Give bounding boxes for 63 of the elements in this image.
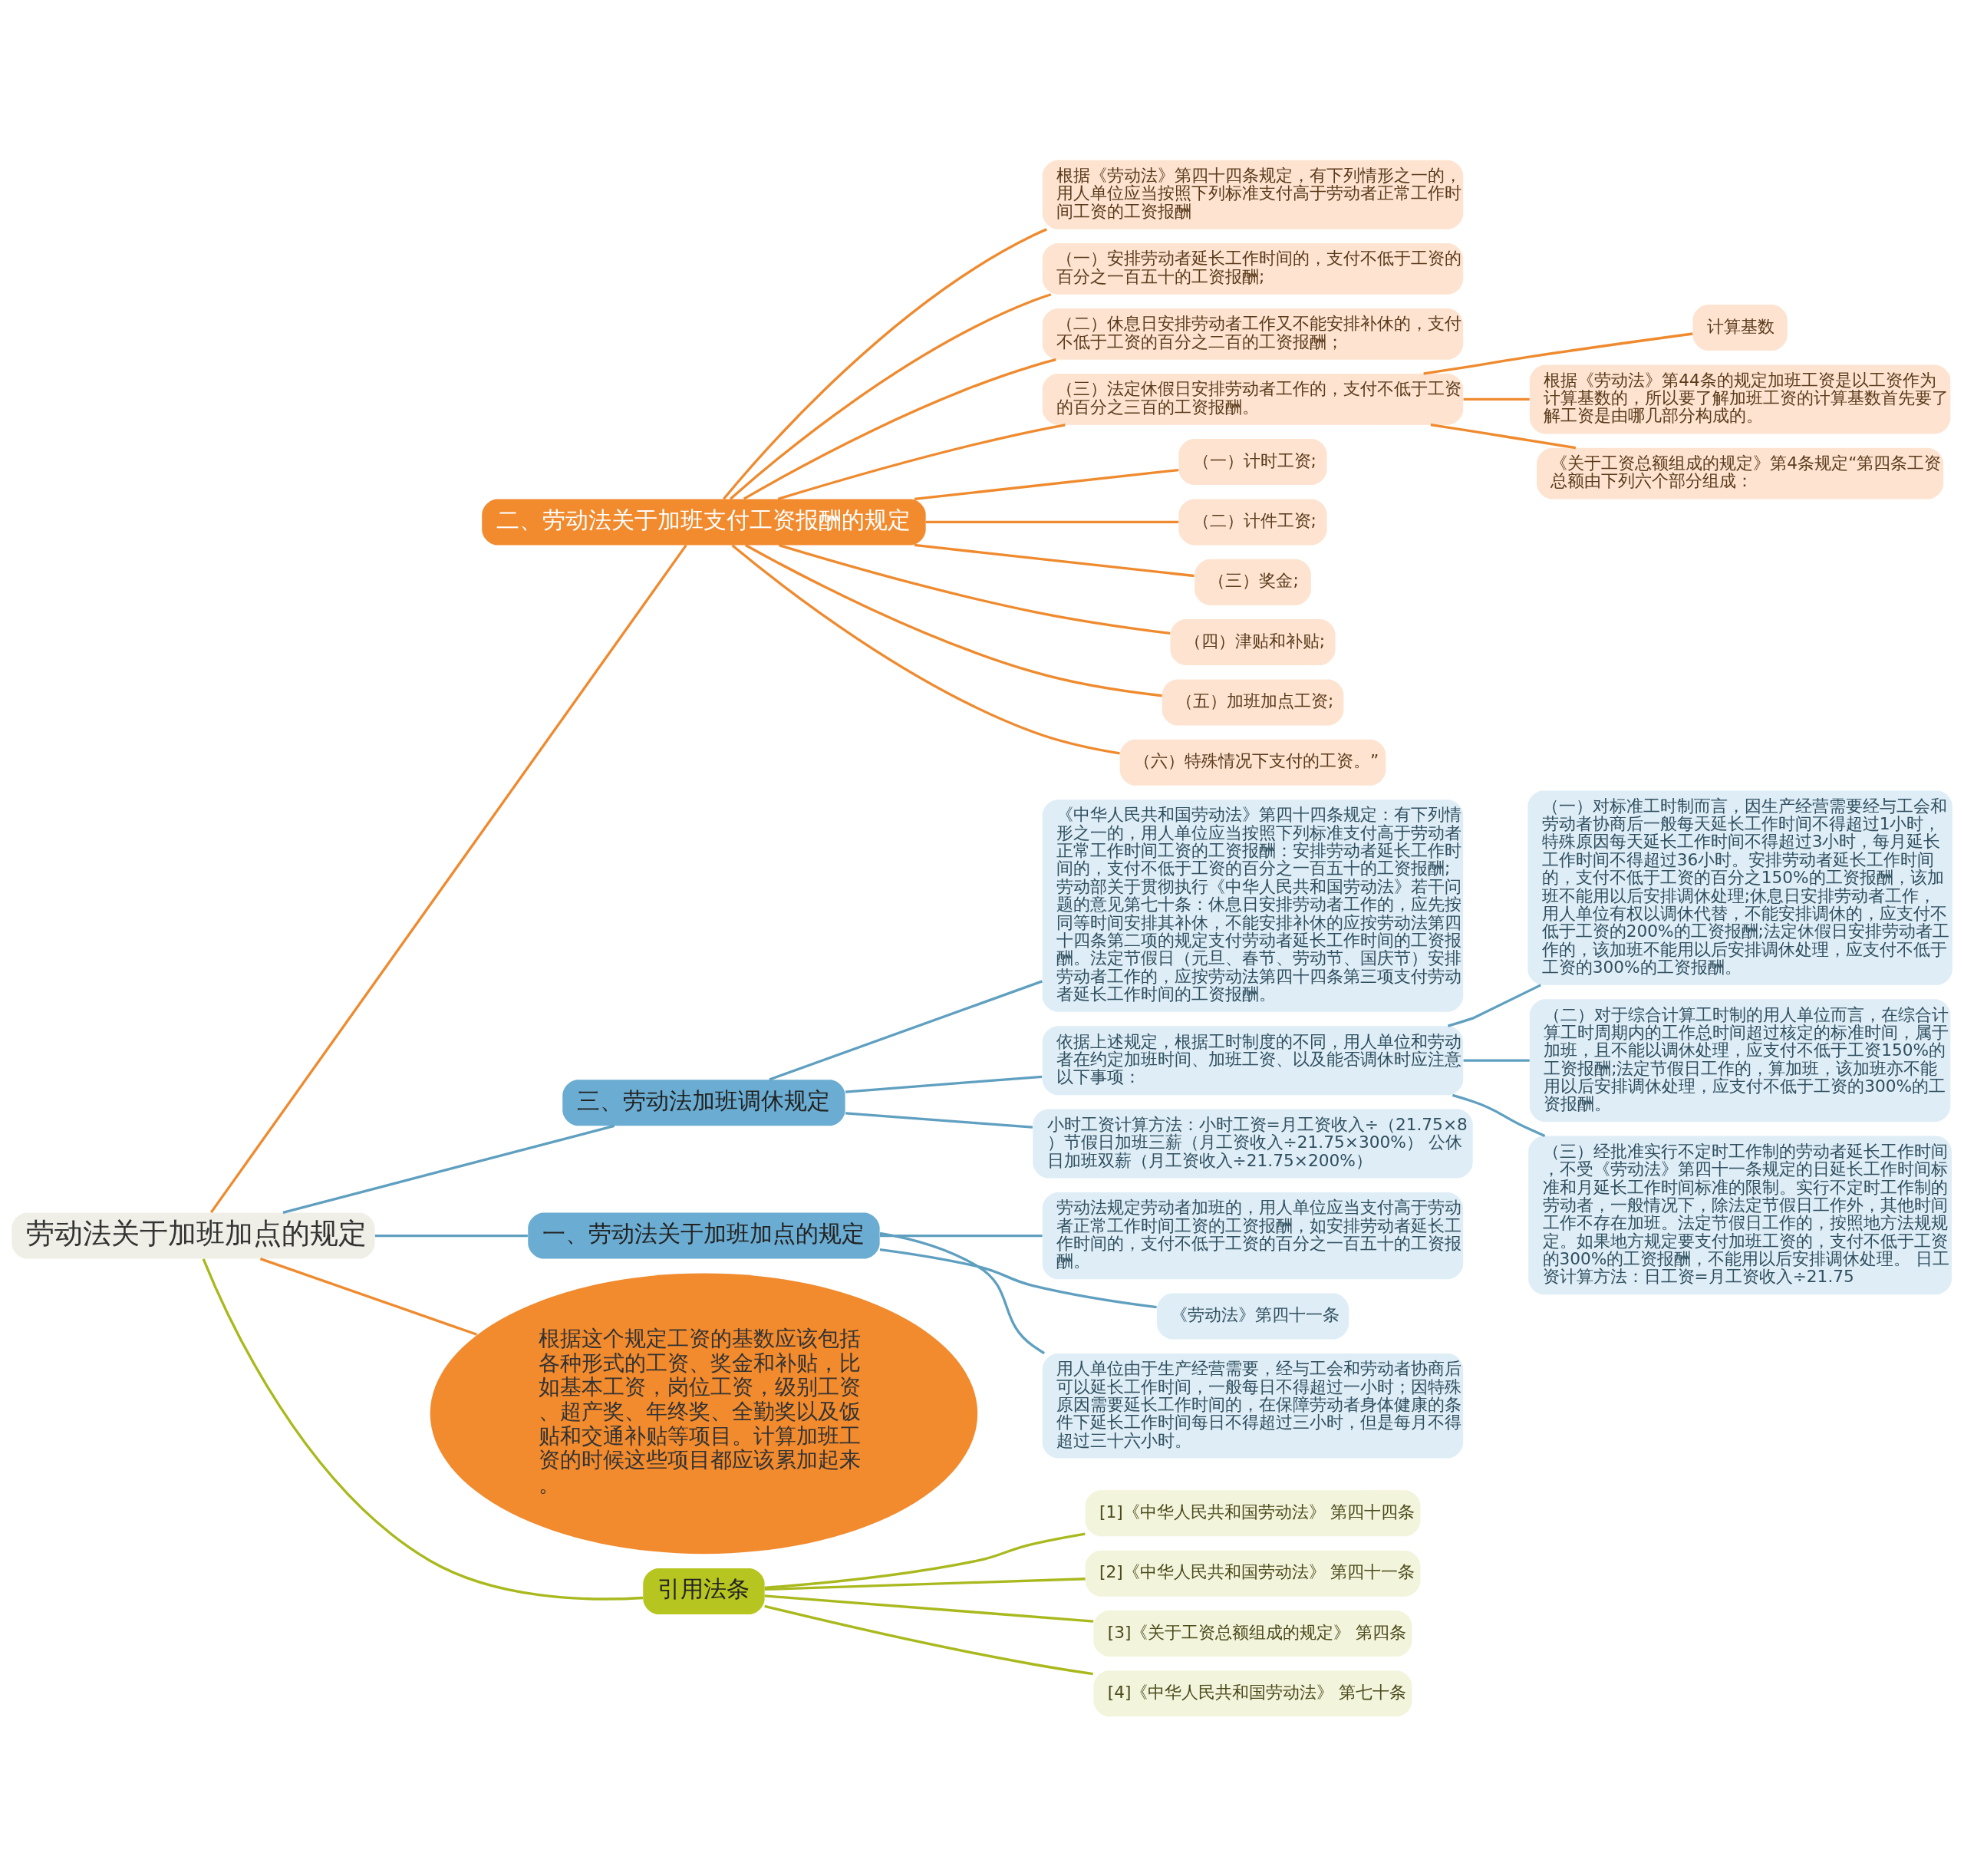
connector (374, 1234, 528, 1237)
node-box: （一）对标准工时制而言，因生产经营需要经与工会和劳动者协商后一般每天延长工作时间不得超过1小时，特殊原因每天延长工作时间不得超过3小时，每月延长工作时间不得超过36小时。安排劳动者延长工作时间的，支付不低于工资的百分之150%的工资报酬，该加班不能用以后安排调休处理;休息日安排劳动者工作，用人单位有权以调休代替，不能安排调休的，应支付不低于工资的200%的工资报酬;法定休假日安排劳动者工作的，该加班不能用以后安排调休处理，应支付不低于工资的300%的工资报酬。 (1527, 790, 1952, 985)
connector (1430, 423, 1577, 449)
node-box: （三）奖金; (1195, 559, 1311, 605)
connector (1463, 397, 1530, 401)
connector (764, 1577, 1086, 1591)
connector (1447, 983, 1541, 1027)
connector (879, 1231, 1045, 1354)
connector (1463, 1059, 1530, 1062)
connector (914, 543, 1195, 577)
connector (879, 1234, 1043, 1237)
node-box: [4]《中华人民共和国劳动法》 第七十条 (1093, 1670, 1412, 1716)
node-box: （六）特殊情况下支付的工资。” (1119, 739, 1386, 786)
node-box: （一）计时工资; (1178, 438, 1327, 485)
connector (845, 1111, 1033, 1129)
node-ellipse: 根据这个规定工资的基数应该包括各种形式的工资、奖金和补贴，比如基本工资，岗位工资，级别工资、超产奖、年终奖、全勤奖以及饭贴和交通补贴等项目。计算加班工资的时候这些项目都应该累加起来。 (430, 1272, 978, 1554)
node-box: 二、劳动法关于加班支付工资报酬的规定 (482, 498, 926, 545)
connector (1452, 1093, 1546, 1137)
connector (209, 544, 687, 1213)
node-box: （二）休息日安排劳动者工作又不能安排补休的，支付不低于工资的百分之二百的工资报酬； (1042, 308, 1464, 360)
node-box: （一）安排劳动者延长工作时间的，支付不低于工资的百分之一百五十的工资报酬; (1042, 242, 1464, 295)
connector (925, 520, 1179, 523)
node-box: （三）经批准实行不定时工作制的劳动者延长工作时间，不受《劳动法》第四十一条规定的日延长工作时间标准和月延长工作时间标准的限制。实行不定时工作制的劳动者，一般情况下，除法定节假日工作外，其他时间工作不存在加班。法定节假日工作的，按照地方法规规定。如果地方规定要支付加班工资的，支付不低于工资的300%的工资报酬，不能用以后安排调休处理。 日工资计算方法：日工资=月工资收入÷21.75 (1528, 1136, 1952, 1294)
connector (745, 543, 1162, 697)
node-box: 用人单位由于生产经营需要，经与工会和劳动者协商后可以延长工作时间，一般每日不得超过一小时；因特殊原因需要延长工作时间的，在保障劳动者身体健康的条件下延长工作时间每日不得超过三小时，但是每月不得超过三十六小时。 (1042, 1353, 1464, 1459)
connector (845, 1075, 1043, 1093)
node-box: 劳动法规定劳动者加班的，用人单位应当支付高于劳动者正常工作时间工资的工资报酬，如安排劳动者延长工作时间的，支付不低于工资的百分之一百五十的工资报酬。 (1042, 1192, 1464, 1279)
node-box: 引用法条 (643, 1568, 765, 1614)
connector (879, 1248, 1157, 1308)
node-box: 小时工资计算方法：小时工资=月工资收入÷（21.75×8）节假日加班三薪（月工资收入÷21.75×300%） 公休日加班双薪（月工资收入÷21.75×200%） (1033, 1109, 1473, 1179)
node-box: 根据《劳动法》第四十四条规定，有下列情形之一的，用人单位应当按照下列标准支付高于劳动者正常工作时间工资的工资报酬 (1042, 160, 1464, 229)
node-box: 《中华人民共和国劳动法》第四十四条规定：有下列情形之一的，用人单位应当按照下列标准支付高于劳动者正常工作时间工资的工资报酬：安排劳动者延长工作时间的，支付不低于工资的百分之一百五十的工资报酬;劳动部关于贯彻执行《中华人民共和国劳动法》若干问题的意见第七十条：休息日安排劳动者工作的，应先按同等时间安排其补休，不能安排补休的应按劳动法第四十四条第二项的规定支付劳动者延长工作时间的工资报酬。法定节假日（元旦、春节、劳动节、国庆节）安排劳动者工作的，应按劳动法第四十四条第三项支付劳动者延长工作时间的工资报酬。 (1042, 799, 1464, 1012)
node-box: （三）法定休假日安排劳动者工作的，支付不低于工资的百分之三百的工资报酬。 (1042, 373, 1464, 425)
node-box: 一、劳动法关于加班加点的规定 (528, 1212, 880, 1259)
node-box: 劳动法关于加班加点的规定 (12, 1212, 375, 1259)
connector (764, 1532, 1086, 1589)
node-box: 计算基数 (1692, 304, 1788, 351)
node-box: 《劳动法》第四十一条 (1156, 1293, 1349, 1340)
node-box: 依据上述规定，根据工时制度的不同，用人单位和劳动者在约定加班时间、加班工资、以及能否调休时应注意以下事项： (1042, 1025, 1464, 1095)
connector (914, 468, 1179, 500)
connector (777, 423, 1066, 500)
connector (282, 1124, 615, 1214)
node-box: 根据《劳动法》第44条的规定加班工资是以工资作为计算基数的，所以要了解加班工资的计算基数首先要了解工资是由哪几部分构成的。 (1529, 364, 1951, 434)
node-box: [3]《关于工资总额组成的规定》 第四条 (1093, 1610, 1412, 1657)
connector (729, 292, 1052, 500)
connector (764, 1594, 1094, 1623)
node-box: [1]《中华人民共和国劳动法》 第四十四条 (1085, 1489, 1421, 1536)
connector (778, 543, 1171, 635)
node-box: （二）计件工资; (1178, 498, 1327, 545)
node-box: （四）津贴和补贴; (1170, 618, 1336, 665)
connector (731, 544, 1120, 754)
node-box: 《关于工资总额组成的规定》第4条规定“第四条工资总额由下列六个部分组成： (1537, 447, 1944, 499)
connector (769, 979, 1043, 1081)
node-box: （五）加班加点工资; (1162, 678, 1344, 725)
node-box: [2]《中华人民共和国劳动法》 第四十一条 (1085, 1550, 1421, 1597)
connector (723, 227, 1047, 499)
connector (764, 1604, 1093, 1675)
node-box: （二）对于综合计算工时制的用人单位而言，在综合计算工时周期内的工作总时间超过核定的标准时间，属于加班，且不能以调休处理，应支付不低于工资150%的工资报酬;法定节假日工作的，算加班，该加班亦不能用以后安排调休处理，应支付不低于工资的300%的工资报酬。 (1529, 998, 1951, 1122)
node-box: 三、劳动法加班调休规定 (562, 1079, 845, 1126)
connector (202, 1258, 644, 1601)
connector (743, 358, 1056, 500)
connector (1423, 331, 1693, 375)
connector (259, 1257, 478, 1336)
